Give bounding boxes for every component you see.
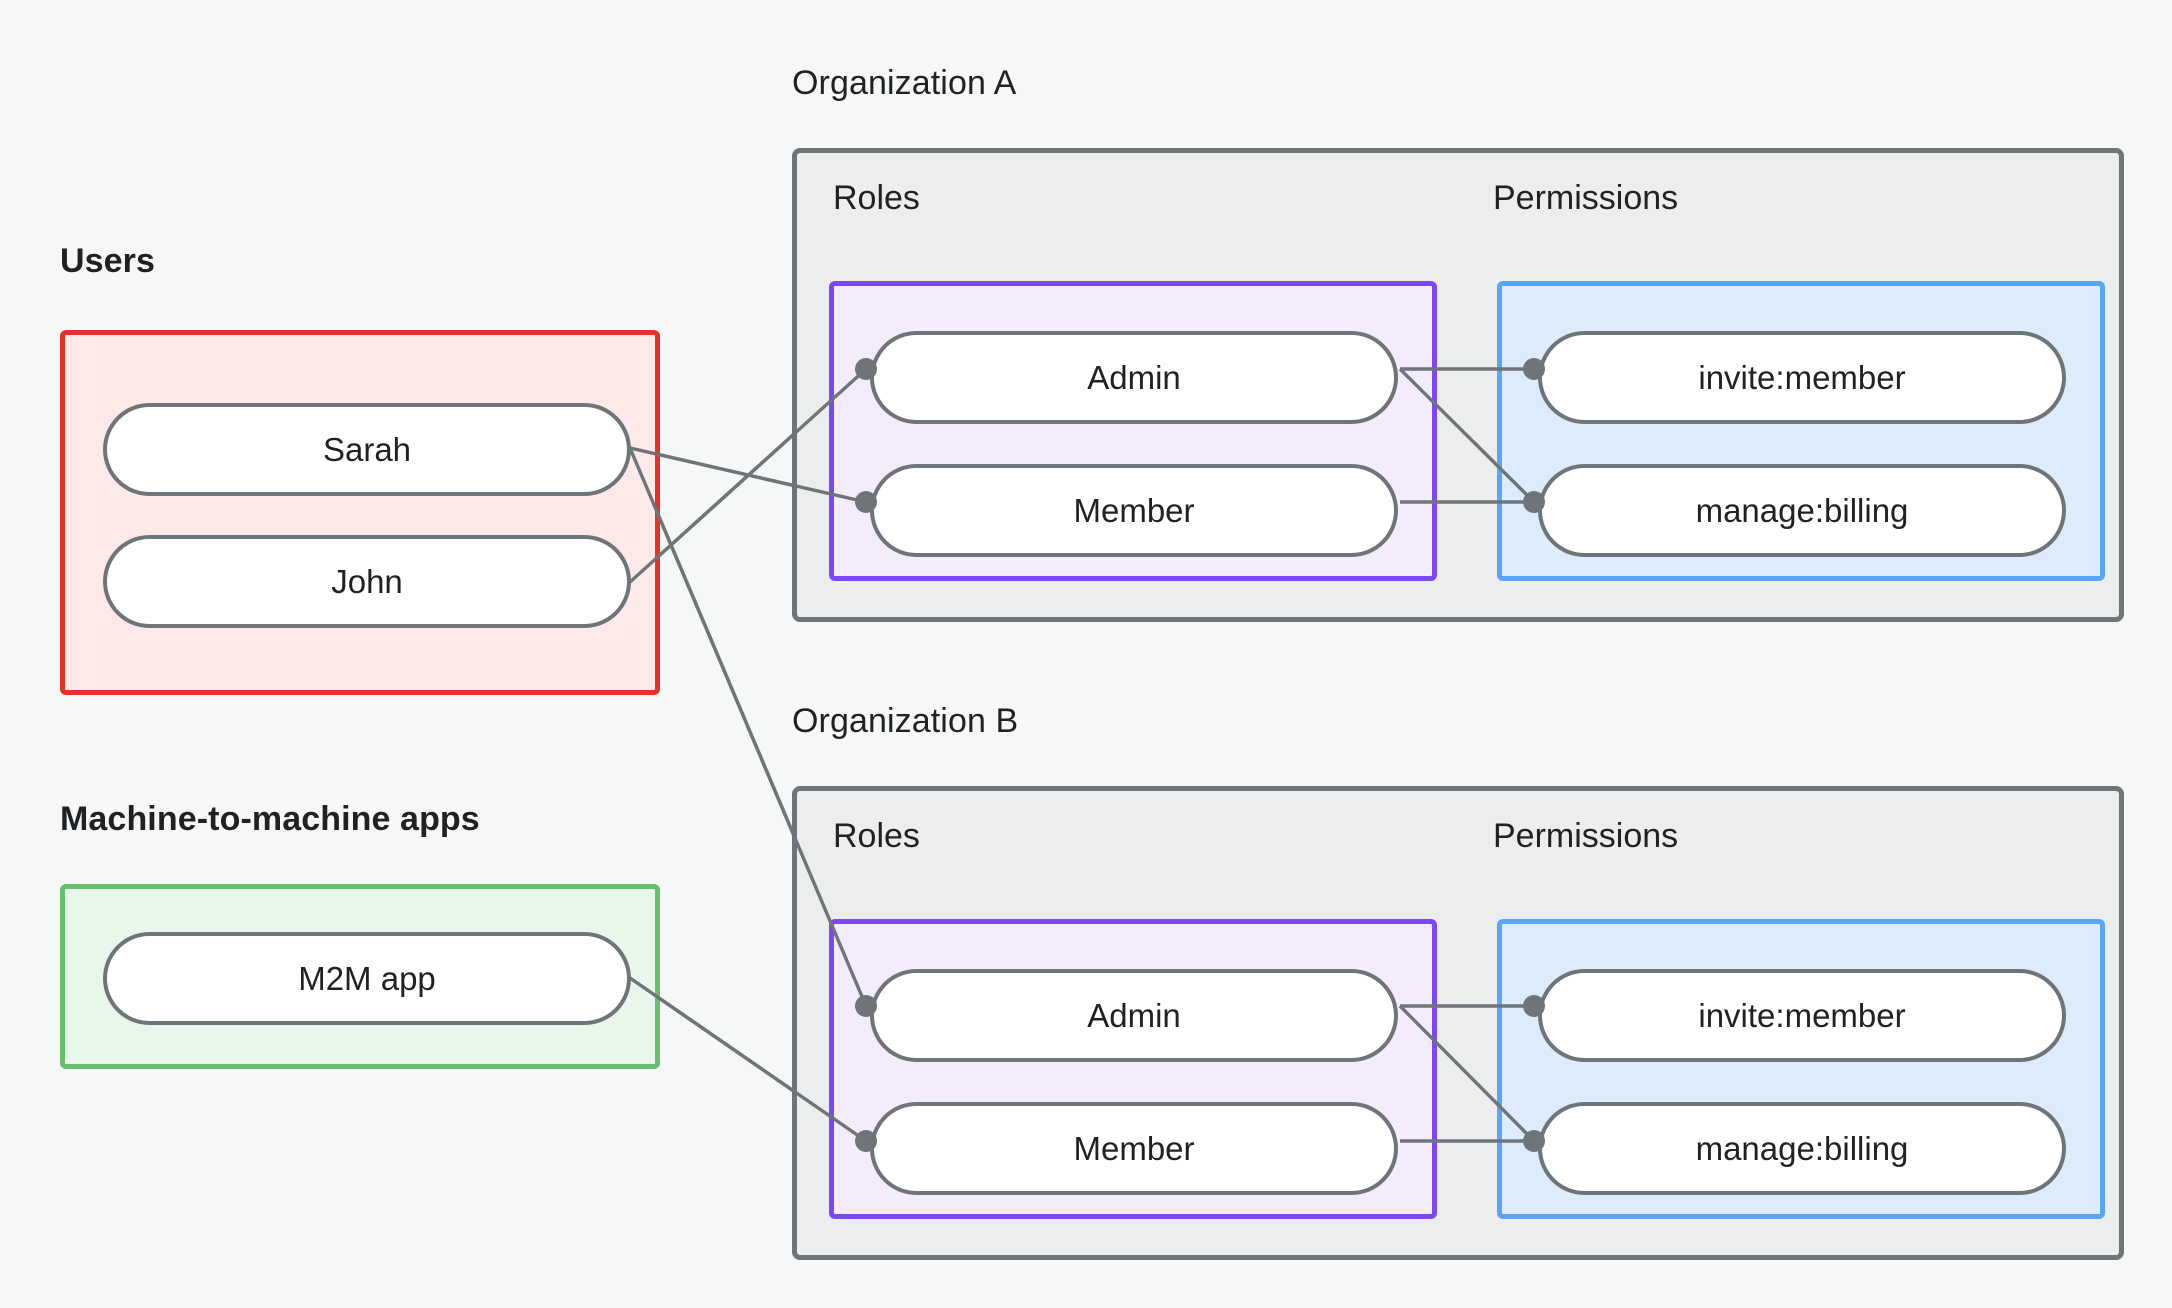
org-a-role-admin-label: Admin	[1087, 358, 1181, 396]
org-b-permission-manage-billing-label: manage:billing	[1695, 1129, 1909, 1167]
org-b-role-admin-label: Admin	[1087, 996, 1181, 1034]
org-a-caption: Organization A	[792, 64, 1017, 102]
org-b-role-admin[interactable]: Admin	[870, 969, 1398, 1062]
org-a-permission-invite-member[interactable]: invite:member	[1538, 331, 2066, 424]
org-b-container: Roles Permissions Admin Member invite:me…	[792, 786, 2124, 1260]
org-b-role-member-label: Member	[1073, 1129, 1195, 1167]
org-a-container: Roles Permissions Admin Member invite:me…	[792, 148, 2124, 622]
user-node-john-label: John	[331, 562, 403, 600]
org-b-role-member[interactable]: Member	[870, 1102, 1398, 1195]
org-b-caption: Organization B	[792, 702, 1019, 740]
org-a-permission-manage-billing[interactable]: manage:billing	[1538, 464, 2066, 557]
org-a-role-admin[interactable]: Admin	[870, 331, 1398, 424]
org-a-roles-label: Roles	[833, 179, 920, 217]
org-b-permissions-label: Permissions	[1493, 817, 1679, 855]
org-b-roles-group: Admin Member	[829, 919, 1437, 1219]
user-node-sarah[interactable]: Sarah	[103, 403, 631, 496]
m2m-node-app-label: M2M app	[298, 959, 436, 997]
org-b-permission-invite-member-label: invite:member	[1698, 996, 1906, 1034]
org-a-permissions-label: Permissions	[1493, 179, 1679, 217]
org-b-permissions-group: invite:member manage:billing	[1497, 919, 2105, 1219]
user-node-sarah-label: Sarah	[322, 430, 412, 468]
org-a-permissions-group: invite:member manage:billing	[1497, 281, 2105, 581]
org-a-role-member-label: Member	[1073, 491, 1195, 529]
org-a-role-member[interactable]: Member	[870, 464, 1398, 557]
user-node-john[interactable]: John	[103, 535, 631, 628]
users-caption: Users	[60, 242, 156, 280]
org-a-permission-invite-member-label: invite:member	[1698, 358, 1906, 396]
m2m-caption: Machine-to-machine apps	[60, 800, 480, 838]
org-a-roles-group: Admin Member	[829, 281, 1437, 581]
org-b-roles-label: Roles	[833, 817, 920, 855]
org-b-permission-manage-billing[interactable]: manage:billing	[1538, 1102, 2066, 1195]
org-a-permission-manage-billing-label: manage:billing	[1695, 491, 1909, 529]
m2m-node-app[interactable]: M2M app	[103, 932, 631, 1025]
m2m-group: M2M app	[60, 884, 660, 1069]
users-group: Sarah John	[60, 330, 660, 695]
org-b-permission-invite-member[interactable]: invite:member	[1538, 969, 2066, 1062]
